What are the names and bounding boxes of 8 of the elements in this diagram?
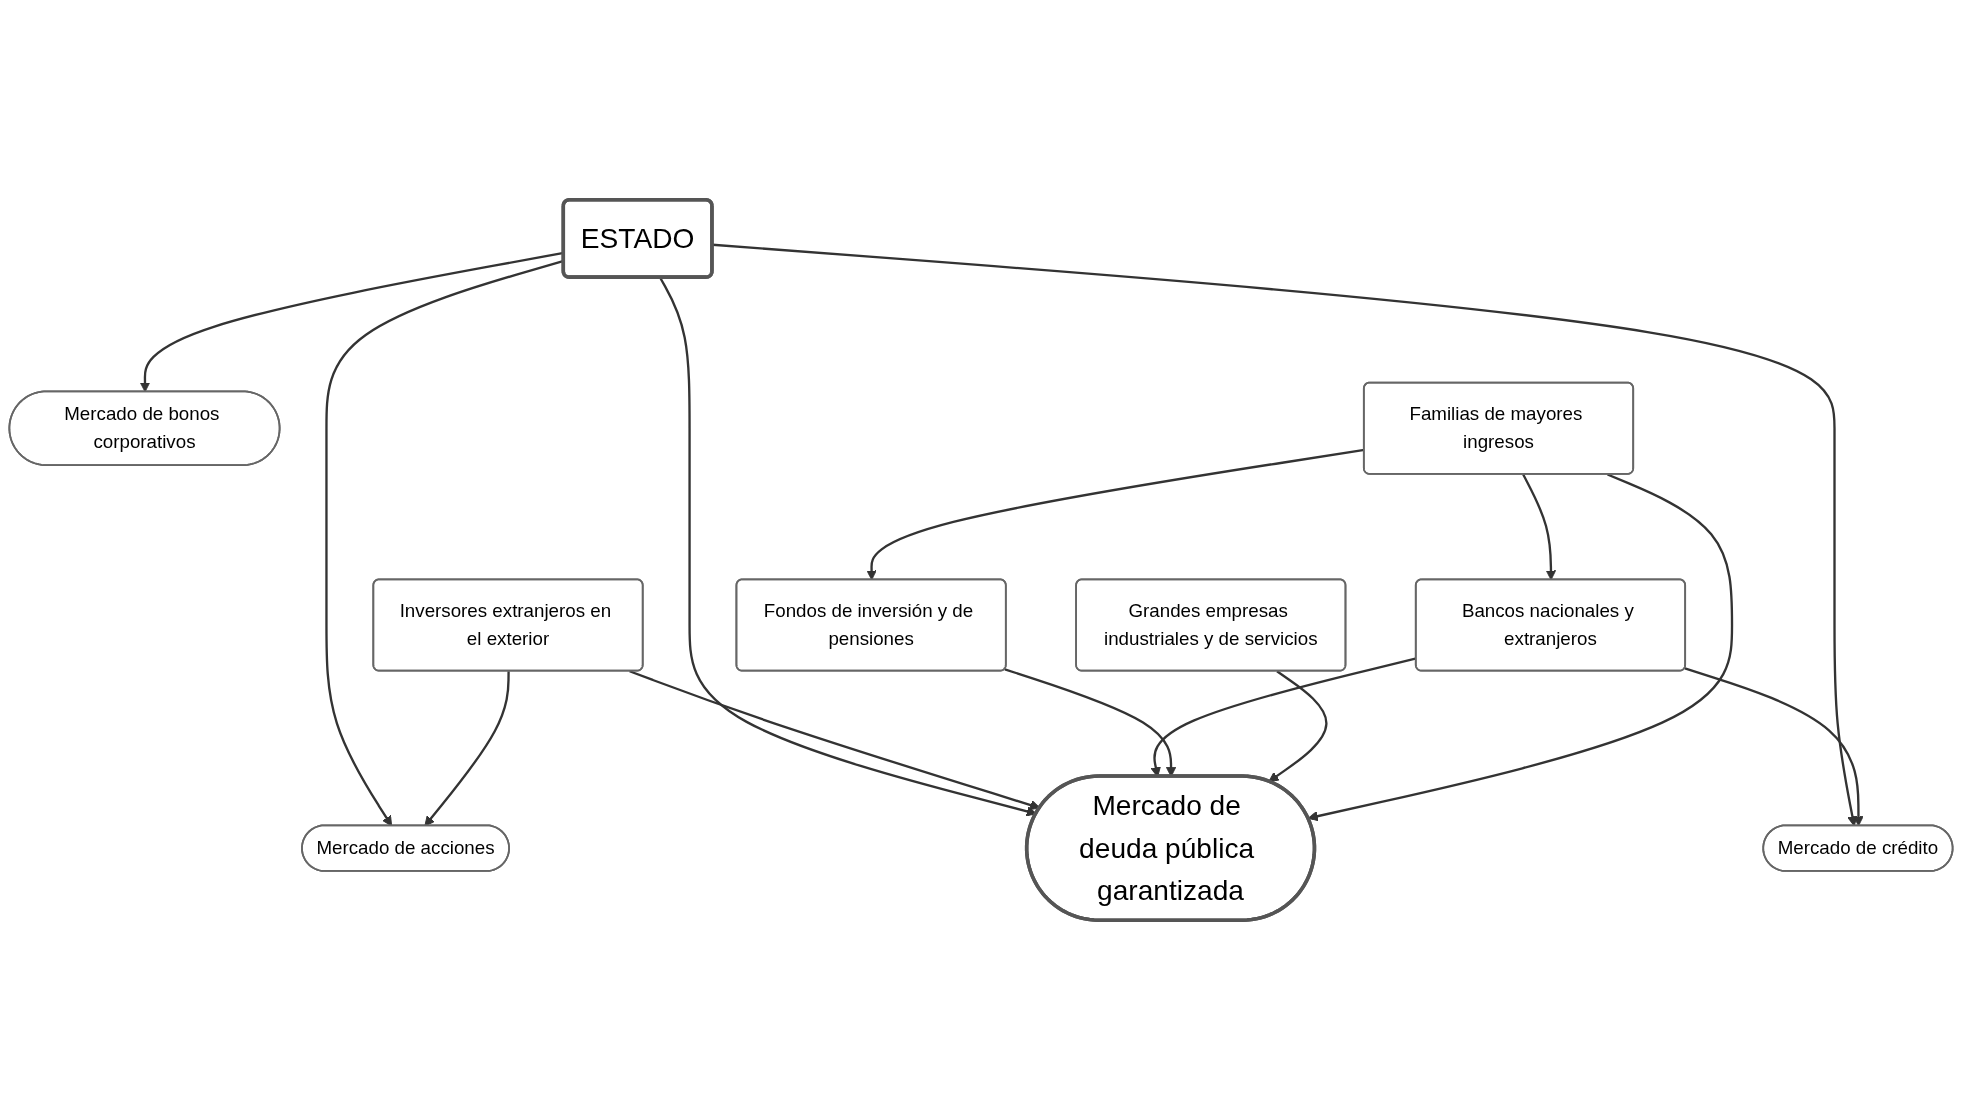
arrow [1268, 670, 1328, 782]
arrow [712, 243, 1858, 827]
arrow [424, 671, 510, 827]
arrow [1684, 667, 1864, 827]
arrow [1307, 473, 1734, 822]
arrow [1522, 473, 1557, 581]
arrow [659, 277, 1037, 817]
arrow [629, 670, 1041, 811]
